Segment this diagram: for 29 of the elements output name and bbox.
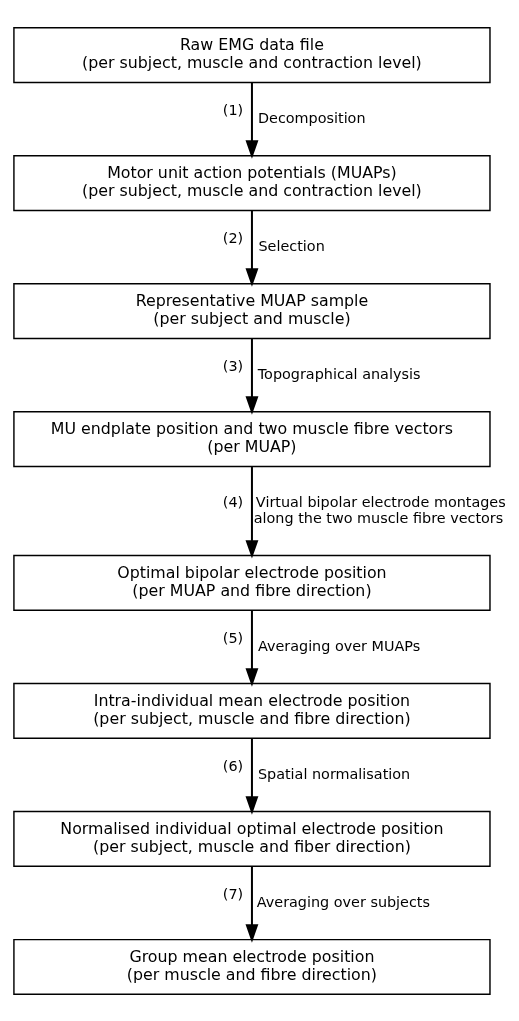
node-box: Intra-individual mean electrode position (per subject, muscle and fibre direction) — [13, 682, 491, 739]
arrow — [245, 737, 259, 815]
arrow — [245, 337, 259, 415]
node-box: MU endplate position and two muscle fibre vectors (per MUAP) — [13, 410, 491, 467]
label: (1) — [222, 101, 244, 118]
label: (6) — [222, 757, 244, 774]
label: (7) — [222, 885, 244, 902]
arrow — [245, 865, 259, 943]
label: (3) — [222, 357, 244, 374]
label: (2) — [222, 229, 244, 246]
node-box: Motor unit action potentials (MUAPs) (per subject, muscle and contraction level) — [13, 154, 491, 211]
arrow — [245, 209, 259, 287]
edge-label: Averaging over MUAPs — [257, 637, 421, 654]
node-box: Raw EMG data file (per subject, muscle and contraction level) — [13, 26, 491, 83]
node-box: Representative MUAP sample (per subject and muscle) — [13, 282, 491, 339]
node-box: Normalised individual optimal electrode position (per subject, muscle and fiber direction) — [13, 810, 491, 867]
edge-label: Averaging over subjects — [256, 893, 431, 910]
edge-label: Virtual bipolar electrode montages along the two muscle fibre vectors — [253, 493, 506, 526]
label: (4) — [222, 493, 244, 510]
arrow — [245, 466, 259, 559]
edge-label: Spatial normalisation — [257, 765, 411, 782]
label: (5) — [222, 629, 244, 646]
edge-label: Selection — [258, 237, 325, 254]
node-box: Group mean electrode position (per muscle and fibre direction) — [13, 938, 491, 995]
edge-label: Topographical analysis — [257, 365, 421, 382]
node-box: Optimal bipolar electrode position (per MUAP and fibre direction) — [13, 554, 491, 611]
edge-label: Decomposition — [257, 109, 366, 126]
arrow — [245, 81, 259, 159]
arrow — [245, 609, 259, 687]
